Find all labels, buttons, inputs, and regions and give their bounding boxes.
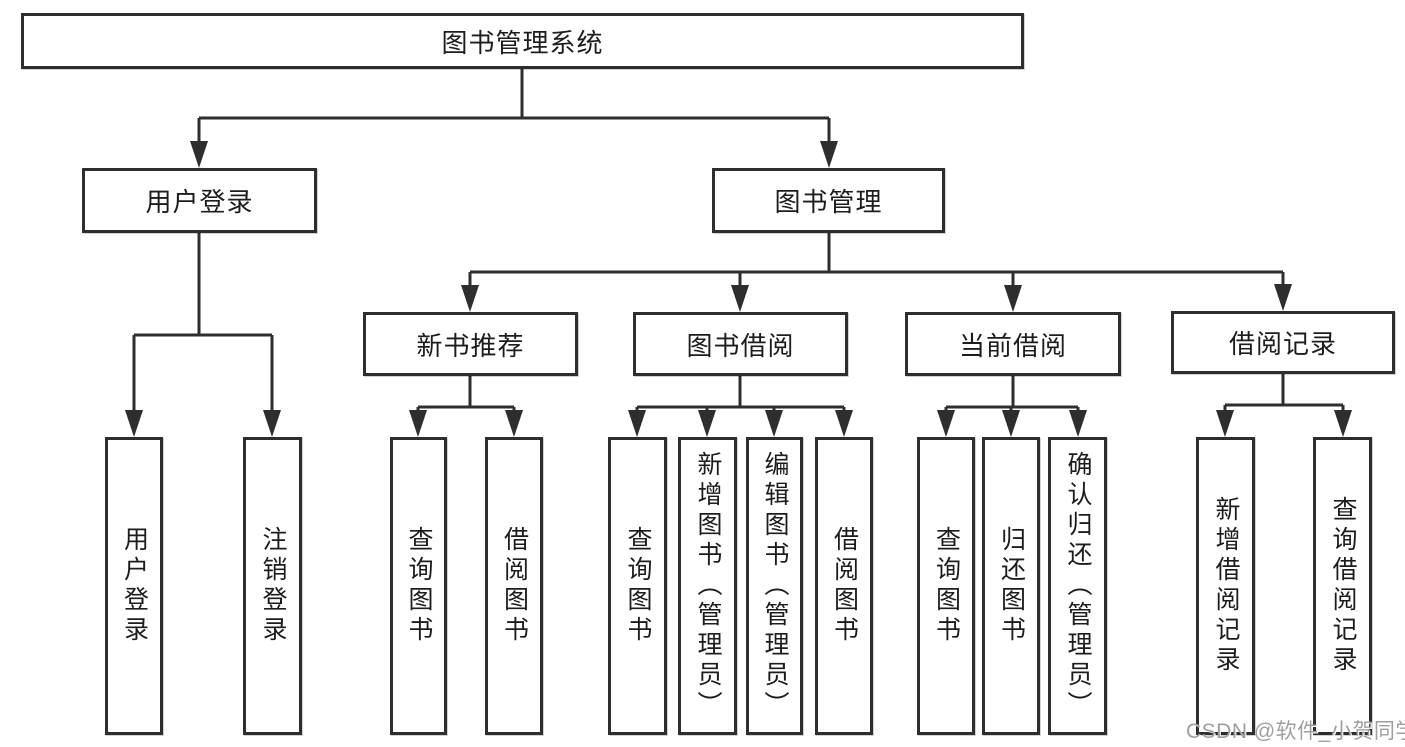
node-book-management: 图书管理 <box>712 168 945 233</box>
leaf-user-login: 用户登录 <box>105 437 163 735</box>
leaf-borrow-borrow-books: 借阅图书 <box>815 437 873 735</box>
node-user-login: 用户登录 <box>82 168 317 233</box>
csdn-watermark: CSDN @软件_小贺同学 <box>1186 720 1405 743</box>
node-new-book-recommend: 新书推荐 <box>363 312 578 376</box>
arrowheads <box>125 141 1352 437</box>
leaf-borrow-query-books: 查询图书 <box>608 437 667 735</box>
leaf-records-query-record: 查询借阅记录 <box>1313 437 1372 735</box>
node-root: 图书管理系统 <box>21 13 1024 69</box>
leaf-records-add-record: 新增借阅记录 <box>1196 437 1255 735</box>
leaf-logout: 注销登录 <box>243 437 302 735</box>
node-book-borrow: 图书借阅 <box>633 312 848 376</box>
leaf-current-return-books: 归还图书 <box>982 437 1040 735</box>
leaf-borrow-add-books-admin: 新增图书（管理员） <box>678 437 737 735</box>
node-borrow-records: 借阅记录 <box>1171 311 1395 374</box>
leaf-current-confirm-return-admin: 确认归还（管理员） <box>1048 437 1107 735</box>
leaf-current-query-books: 查询图书 <box>917 437 975 735</box>
leaf-newrec-borrow-books: 借阅图书 <box>485 437 543 735</box>
leaf-borrow-edit-books-admin: 编辑图书（管理员） <box>746 437 803 735</box>
node-current-borrow: 当前借阅 <box>905 312 1121 376</box>
leaf-newrec-query-books: 查询图书 <box>390 437 447 735</box>
